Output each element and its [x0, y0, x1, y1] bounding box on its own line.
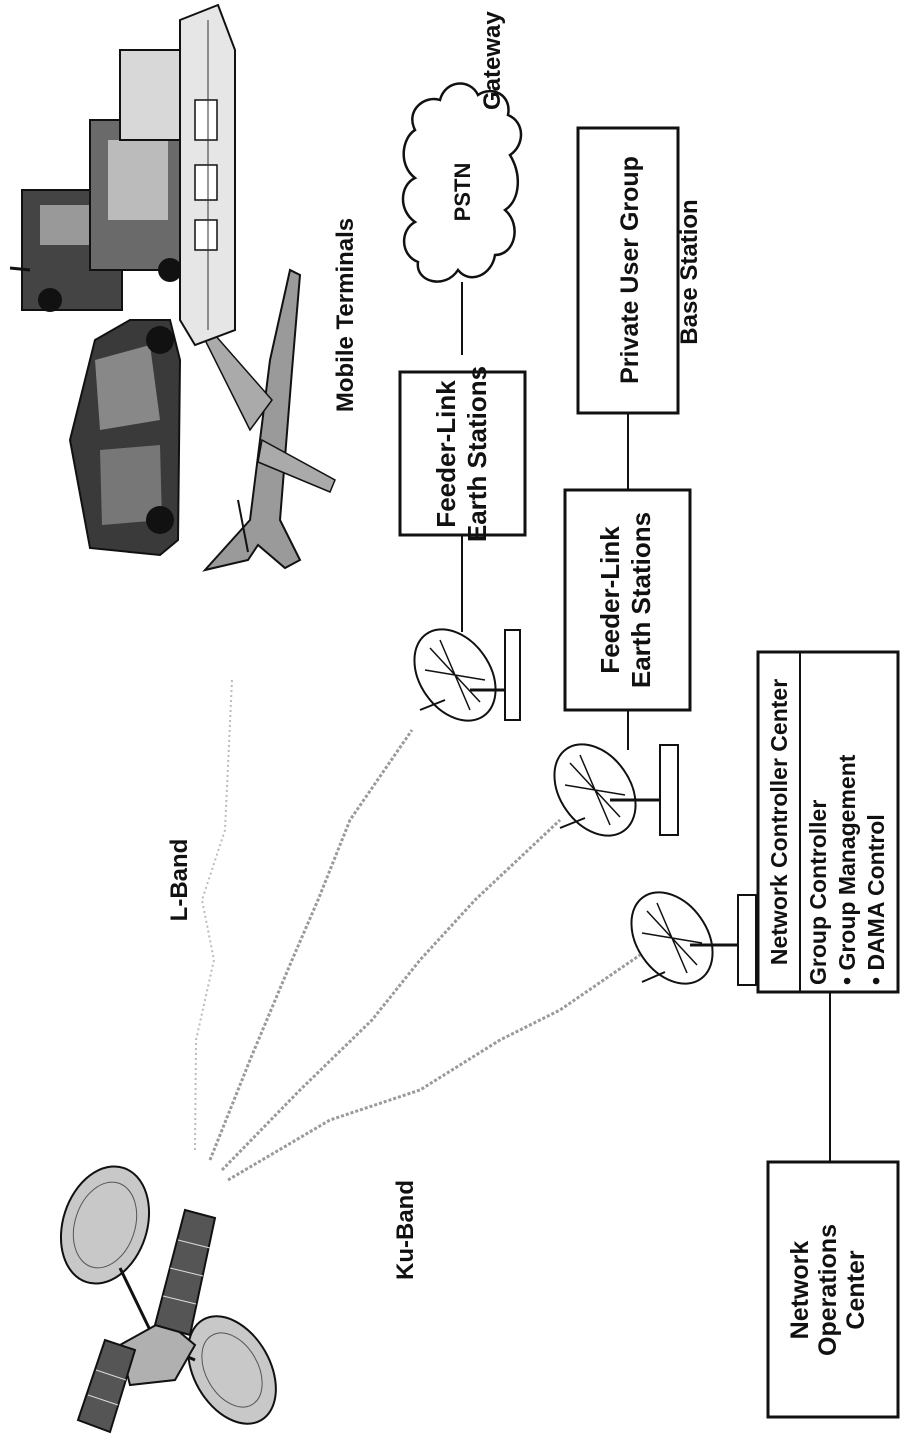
- feeder-link-2-line-2: Earth Stations: [626, 512, 656, 688]
- feeder-link-box-2: [563, 488, 692, 712]
- airplane-icon: [202, 268, 336, 572]
- ku-band-beam-2: [227, 953, 641, 1182]
- l-band-beam-lower: [208, 729, 414, 1161]
- ncc-line-group-controller: Group Controller: [805, 800, 831, 985]
- private-user-group-box: [576, 126, 680, 415]
- satellite-dish-icon: [630, 891, 757, 986]
- feeder-link-2-line-1: Feeder-Link: [595, 526, 625, 674]
- feeder-link-1-line-1: Feeder-Link: [431, 380, 461, 528]
- mobile-terminals-label: Mobile Terminals: [332, 218, 359, 412]
- network-controller-center-box: [756, 650, 900, 994]
- noc-line-1: Network: [786, 1241, 814, 1340]
- noc-line-3: Center: [842, 1250, 870, 1329]
- base-station-label: Base Station: [676, 199, 703, 344]
- radio-beams: [194, 679, 641, 1182]
- ncc-title: Network Controller Center: [766, 679, 792, 965]
- feeder-link-1-line-2: Earth Stations: [462, 366, 492, 542]
- l-band-label: L-Band: [166, 839, 193, 922]
- ncc-line-group-management: • Group Management: [834, 754, 860, 985]
- truck-icon: [9, 49, 191, 312]
- ncc-line-dama-control: • DAMA Control: [863, 814, 889, 985]
- satellite-dish-icon: [413, 628, 521, 722]
- l-band-beam-upper: [194, 679, 233, 1151]
- satellite-dish-icon: [553, 743, 679, 837]
- satellite-icon: [59, 1165, 277, 1434]
- gateway-label: Gateway: [479, 11, 506, 110]
- network-operations-center-box: [766, 1160, 900, 1419]
- private-user-group-label: Private User Group: [616, 156, 644, 384]
- noc-line-2: Operations: [814, 1224, 842, 1356]
- car-icon: [68, 319, 182, 557]
- ku-band-beam-1: [220, 818, 562, 1172]
- pstn-label: PSTN: [450, 163, 475, 222]
- cloud-icon: [401, 82, 523, 283]
- feeder-link-box-1: [398, 370, 527, 537]
- ship-icon: [179, 3, 236, 347]
- connection-lines: [461, 282, 831, 1162]
- ku-band-label: Ku-Band: [392, 1180, 419, 1280]
